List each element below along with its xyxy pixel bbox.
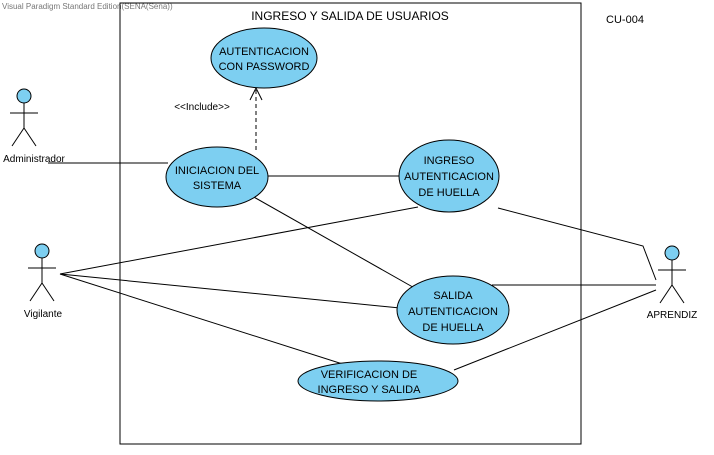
stick-figure-icon	[28, 243, 56, 302]
usecase-auth-password-line1: AUTENTICACION	[219, 46, 309, 58]
include-label: <<Include>>	[174, 102, 230, 113]
system-boundary[interactable]	[119, 2, 582, 445]
actor-aprendiz-label: APRENDIZ	[647, 310, 698, 321]
usecase-salida-line1: SALIDA	[433, 290, 473, 302]
usecase-salida-line2: AUTENTICACION	[408, 306, 498, 318]
system-title: INGRESO Y SALIDA DE USUARIOS	[251, 9, 449, 23]
usecase-iniciacion-line2: SISTEMA	[193, 180, 242, 192]
usecase-ingreso-line3: DE HUELLA	[418, 187, 480, 199]
usecase-verificacion-line1: VERIFICACION DE	[321, 369, 418, 381]
usecase-verificacion[interactable]: VERIFICACION DE INGRESO Y SALIDA	[297, 360, 459, 402]
watermark-text: Visual Paradigm Standard Edition(SENA(Se…	[2, 2, 173, 11]
actor-vigilante-label: Vigilante	[24, 309, 63, 320]
usecase-auth-password-line2: CON PASSWORD	[219, 61, 310, 73]
actor-administrador-label: Administrador	[3, 154, 65, 165]
usecase-ingreso-line1: INGRESO	[424, 155, 475, 167]
usecase-iniciacion-line1: INICIACION DEL	[175, 165, 259, 177]
include-dependency[interactable]	[249, 86, 263, 150]
usecase-verificacion-line2: INGRESO Y SALIDA	[318, 384, 422, 396]
diagram-id-label: CU-004	[606, 14, 644, 26]
assoc-vigilante-salida[interactable]	[59, 273, 401, 309]
associations	[48, 162, 657, 371]
actor-aprendiz[interactable]: APRENDIZ	[647, 245, 698, 321]
assoc-aprendiz-verificacion[interactable]	[453, 289, 657, 371]
assoc-iniciacion-salida[interactable]	[251, 195, 419, 291]
actor-administrador[interactable]: Administrador	[3, 88, 66, 165]
usecase-salida-line3: DE HUELLA	[422, 322, 484, 334]
usecase-iniciacion[interactable]: INICIACION DEL SISTEMA	[165, 146, 269, 208]
usecase-ingreso-line2: AUTENTICACION	[404, 171, 494, 183]
actor-vigilante[interactable]: Vigilante	[24, 243, 63, 320]
assoc-aprendiz-ingreso[interactable]	[497, 207, 657, 281]
stick-figure-icon	[10, 88, 38, 147]
assoc-vigilante-verificacion[interactable]	[59, 273, 353, 368]
usecase-ingreso[interactable]: INGRESO AUTENTICACION DE HUELLA	[398, 139, 500, 213]
assoc-vigilante-ingreso[interactable]	[59, 206, 419, 275]
usecase-auth-password[interactable]: AUTENTICACION CON PASSWORD	[210, 27, 318, 89]
stick-figure-icon	[658, 245, 686, 304]
usecase-salida[interactable]: SALIDA AUTENTICACION DE HUELLA	[396, 275, 510, 345]
